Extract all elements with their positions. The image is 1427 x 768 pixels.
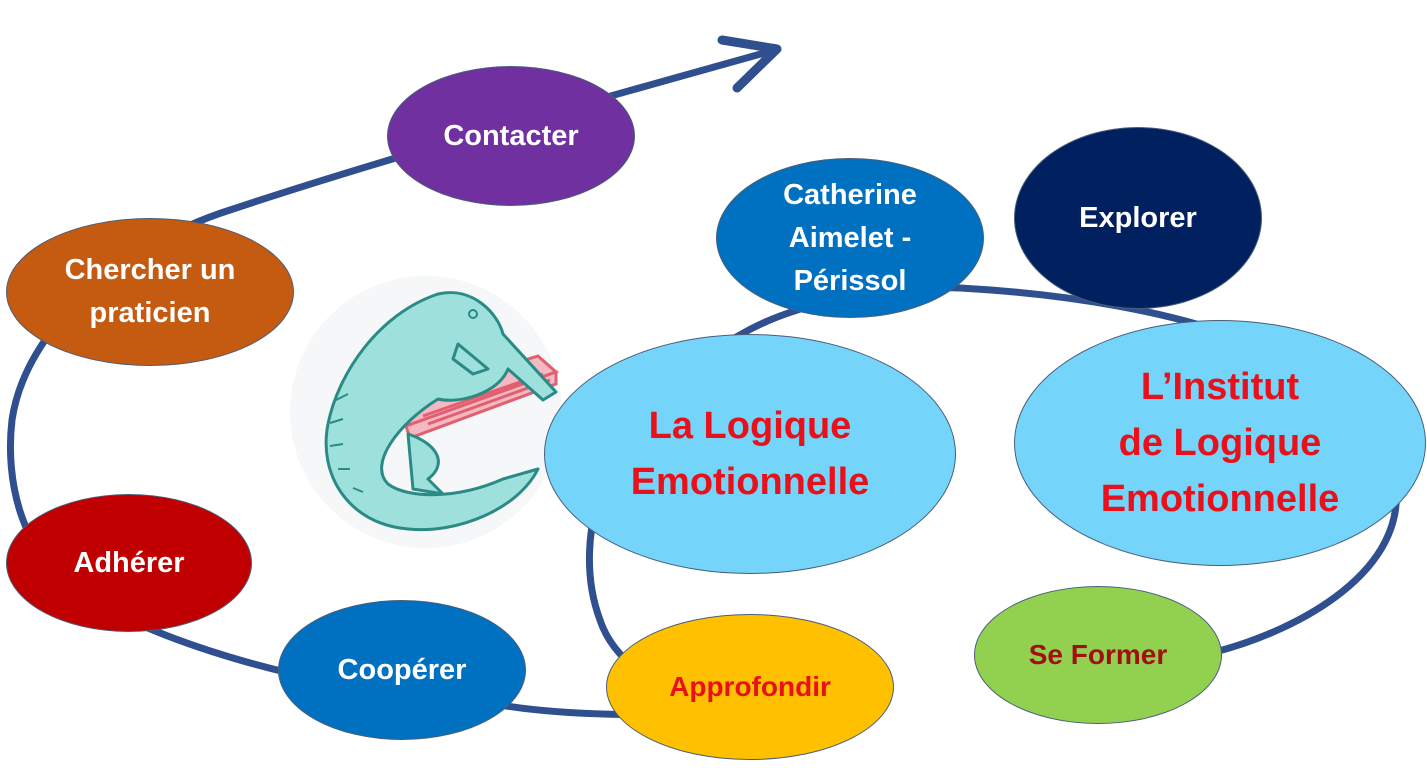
node-explorer[interactable]: Explorer [1014,127,1262,309]
node-cooperer[interactable]: Coopérer [278,600,526,740]
node-explorer-label: Explorer [1079,201,1197,234]
node-catherine-label-3: Périssol [793,264,907,297]
node-catherine-label-2: Aimelet - [788,221,912,254]
node-catherine-label-1: Catherine [783,178,917,211]
node-institut-label-1: L’Institut [1140,366,1300,408]
node-cooperer-label: Coopérer [337,653,467,686]
node-se-former[interactable]: Se Former [974,586,1222,724]
node-catherine[interactable]: Catherine Aimelet - Périssol [716,158,984,318]
node-institut-label-2: de Logique [1118,422,1322,464]
node-logique-emotionnelle[interactable]: La Logique Emotionnelle [544,334,956,574]
node-logique-label-2: Emotionnelle [630,461,870,503]
node-chercher-label-2: praticien [89,297,211,329]
node-contacter[interactable]: Contacter [387,66,635,206]
node-institut-label-3: Emotionnelle [1100,478,1340,520]
node-chercher-praticien[interactable]: Chercher un praticien [6,218,294,366]
crocodile-on-book-icon [290,276,562,548]
node-approfondir[interactable]: Approfondir [606,614,894,760]
node-adherer[interactable]: Adhérer [6,494,252,632]
node-institut[interactable]: L’Institut de Logique Emotionnelle [1014,320,1426,566]
arrowhead [717,35,782,93]
node-se-former-label: Se Former [1028,639,1168,670]
node-approfondir-label: Approfondir [669,671,831,702]
node-logique-label-1: La Logique [648,405,852,447]
node-contacter-label: Contacter [443,119,579,152]
crocodile-logo [288,274,564,550]
node-chercher-label-1: Chercher un [64,254,236,286]
node-adherer-label: Adhérer [73,546,185,579]
